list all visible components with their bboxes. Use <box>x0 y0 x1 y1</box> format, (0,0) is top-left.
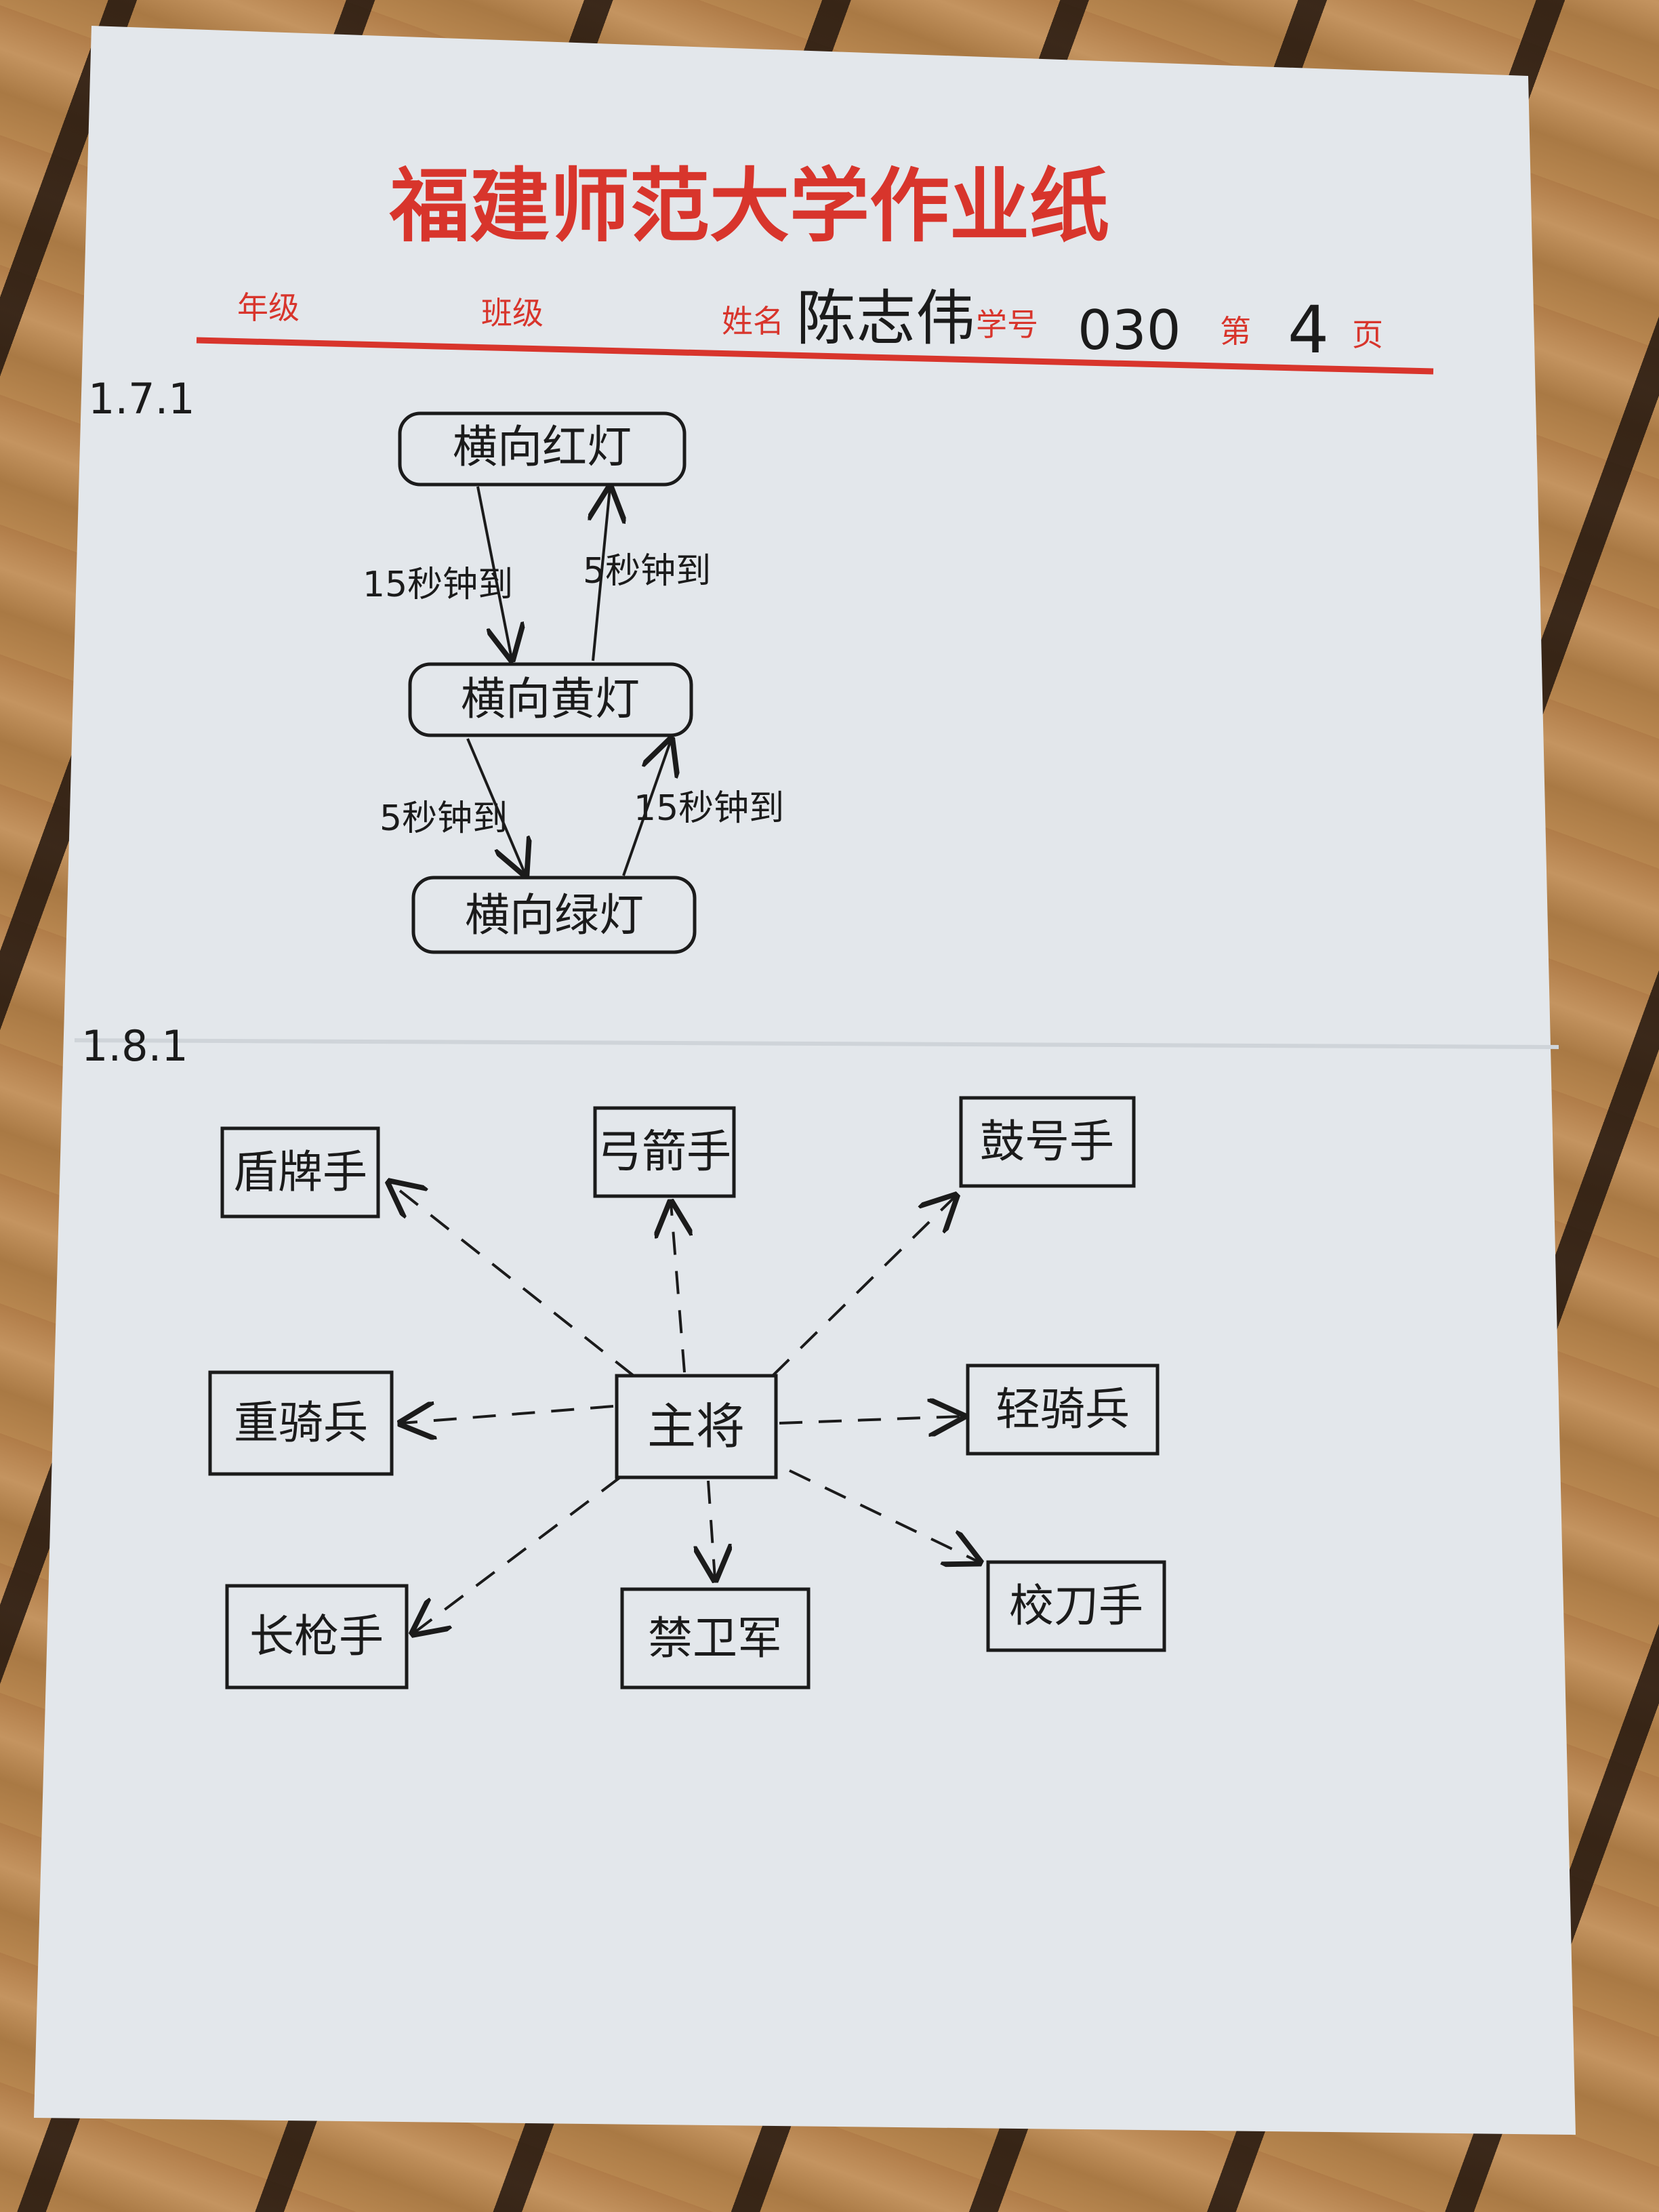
transition-label-2: 5秒钟到 <box>583 551 711 592</box>
arrow-green-to-yellow <box>622 740 671 876</box>
center-node: 主将 <box>647 1398 745 1455</box>
grade-label: 年级 <box>237 289 300 326</box>
node-1: 弓箭手 <box>597 1126 731 1178</box>
center-node-box <box>615 1374 778 1479</box>
page-value: 4 <box>1288 292 1329 368</box>
node-box-2 <box>959 1096 1136 1188</box>
state-green-box <box>411 876 697 954</box>
state-green: 横向绿灯 <box>465 889 644 941</box>
node-3: 重骑兵 <box>234 1397 368 1449</box>
student-id-value: 030 <box>1078 299 1181 362</box>
arrow-yellow-to-green <box>466 738 525 874</box>
edge-to-node-5 <box>413 1476 621 1633</box>
node-box-4 <box>966 1364 1160 1456</box>
student-id-label: 学号 <box>976 306 1038 343</box>
node-5: 长枪手 <box>249 1610 384 1662</box>
section-number-2: 1.8.1 <box>81 1021 188 1071</box>
state-yellow-box <box>408 662 693 737</box>
name-value: 陈志伟 <box>796 283 975 353</box>
edge-to-node-2 <box>771 1196 956 1377</box>
edge-to-node-4 <box>779 1416 962 1423</box>
state-red-box <box>398 411 687 487</box>
edge-to-node-1 <box>671 1203 684 1373</box>
section-number-1: 1.7.1 <box>88 374 195 424</box>
transition-label-3: 5秒钟到 <box>380 798 508 839</box>
node-box-6 <box>620 1587 811 1689</box>
paper-fold <box>74 1038 1559 1049</box>
page-prefix: 第 <box>1220 313 1251 350</box>
node-4: 轻骑兵 <box>996 1383 1130 1435</box>
edge-to-node-0 <box>390 1183 635 1377</box>
class-label: 班级 <box>481 295 544 331</box>
edge-to-node-6 <box>708 1480 715 1579</box>
state-red: 横向红灯 <box>453 421 632 473</box>
node-box-3 <box>208 1370 394 1476</box>
edge-to-node-3 <box>401 1406 614 1423</box>
node-0: 盾牌手 <box>233 1146 367 1198</box>
state-yellow: 横向黄灯 <box>461 673 640 725</box>
transition-label-1: 15秒钟到 <box>363 565 513 605</box>
arrow-yellow-to-red <box>593 488 610 661</box>
header-rule <box>196 337 1434 375</box>
node-box-1 <box>593 1106 736 1198</box>
page-suffix: 页 <box>1352 316 1383 353</box>
node-7: 校刀手 <box>1009 1580 1143 1632</box>
name-label: 姓名 <box>722 303 784 340</box>
node-2: 鼓号手 <box>980 1115 1114 1168</box>
edge-to-node-7 <box>789 1469 979 1562</box>
node-box-7 <box>986 1560 1166 1652</box>
arrow-red-to-yellow <box>476 486 512 659</box>
node-box-0 <box>220 1126 380 1218</box>
sheet-title: 福建师范大学作业纸 <box>389 159 1109 253</box>
node-6: 禁卫军 <box>648 1612 782 1664</box>
transition-label-4: 15秒钟到 <box>634 788 784 829</box>
